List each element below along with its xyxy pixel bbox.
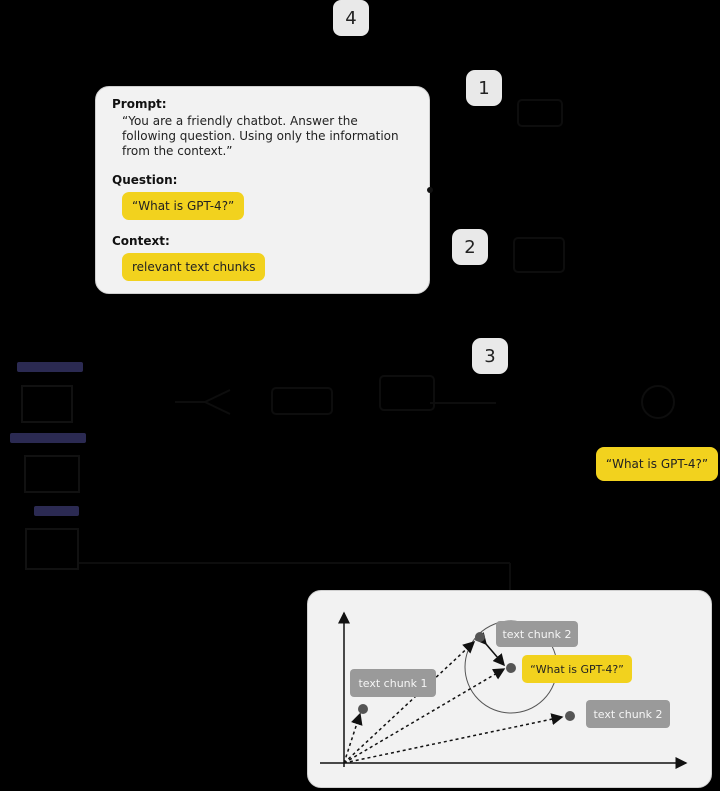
point-b [475, 632, 485, 642]
source-2-label [10, 433, 86, 443]
chunk-c-label: text chunk 2 [593, 708, 662, 721]
step-3-badge: 3 [472, 338, 508, 374]
prompt-text: “You are a friendly chatbot. Answer the … [122, 114, 399, 158]
split-arrow-icon [175, 389, 231, 415]
chunk-a-label: text chunk 1 [358, 677, 427, 690]
vector-to-query [343, 668, 506, 764]
chunk-c-box [586, 700, 670, 728]
vector-to-point-a [343, 712, 363, 764]
question-label: Question: [112, 173, 178, 187]
prompt-card: Prompt: “You are a friendly chatbot. Ans… [95, 86, 430, 294]
llm-icon [517, 99, 563, 127]
context-chip: relevant text chunks [122, 253, 266, 281]
document-3-icon [25, 528, 79, 570]
chunk-b-label: text chunk 2 [502, 628, 571, 641]
chunk-a-box [350, 669, 436, 697]
step-4-badge: 4 [333, 0, 369, 36]
source-3-label [34, 506, 79, 516]
context-label: Context: [112, 234, 170, 248]
point-query [506, 663, 516, 673]
similarity-arrow [474, 632, 505, 667]
prompt-label: Prompt: [112, 97, 167, 111]
query-label: “What is GPT-4?” [530, 663, 624, 676]
step-1-badge: 1 [466, 70, 502, 106]
chunk-b-box [496, 621, 578, 647]
query-icon [641, 385, 675, 419]
source-1-label [17, 362, 83, 372]
prompt-connector-dot [427, 187, 433, 193]
document-2-icon [24, 455, 80, 493]
document-1-icon [21, 385, 73, 423]
vector-space-card: text chunk 1 text chunk 2 “What is GPT-4… [307, 590, 712, 788]
vector-db-icon [513, 237, 565, 273]
vector-to-point-c [343, 713, 564, 764]
chunks-icon [379, 375, 435, 411]
point-a [358, 704, 368, 714]
step-2-badge: 2 [452, 229, 488, 265]
vector-space-plot: text chunk 1 text chunk 2 “What is GPT-4… [320, 611, 688, 769]
embedding-icon [271, 387, 333, 415]
query-box [522, 655, 632, 683]
point-c [565, 711, 575, 721]
query-chip: “What is GPT-4?” [596, 447, 718, 481]
vector-to-point-b [343, 640, 476, 764]
question-chip: “What is GPT-4?” [122, 192, 245, 220]
